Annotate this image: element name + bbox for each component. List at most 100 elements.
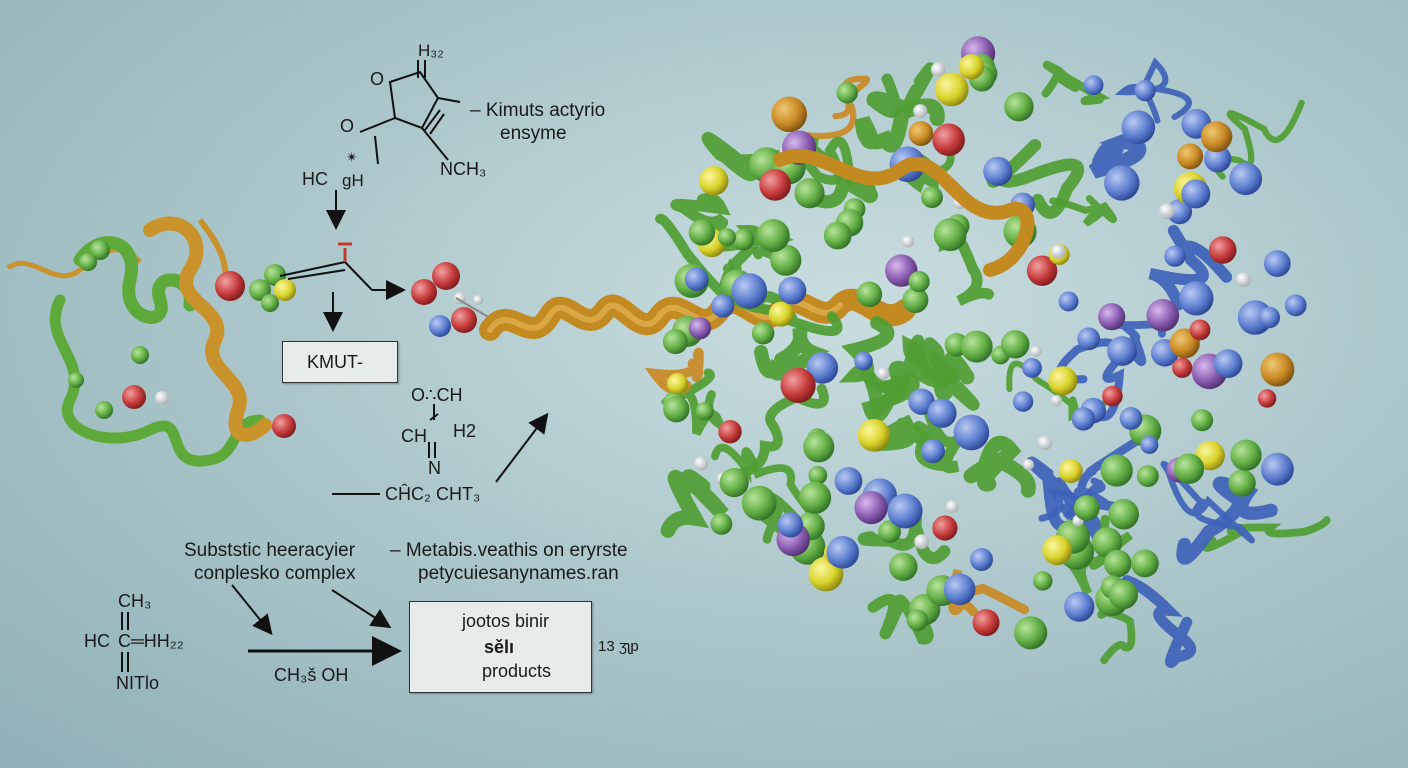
enzyme-atom-sphere [826,536,859,569]
enzyme-atom-sphere [803,431,835,463]
enzyme-ribbon [1049,195,1117,227]
enzyme-ribbon [867,593,934,645]
enzyme-atom-sphere [1104,165,1140,201]
enzyme-atom-sphere [1284,294,1307,317]
enzyme-ribbon [1148,224,1233,311]
enzyme-atom-sphere [836,82,858,104]
enzyme-atom-sphere [834,467,863,495]
enzyme-atom-sphere [1172,357,1193,378]
kmut-label: KMUT- [307,352,363,372]
enzyme-atom-sphere [1071,407,1096,431]
enzyme-atom-sphere [694,456,709,471]
enzyme-atom-sphere [1166,199,1193,225]
enzyme-atom-sphere [780,367,816,403]
enzyme-atom-sphere [719,467,749,498]
enzyme-atom-sphere [718,420,742,444]
enzyme-atom-sphere [741,485,777,521]
enzyme-atom-sphere [1229,162,1263,196]
products-line1: jootos binir [462,611,550,631]
enzyme-atom-sphere [778,276,807,305]
bottom-molecule-hc-label: HC [84,631,110,651]
substrate-caption-line2: conplesko complex [194,563,356,584]
enzyme-atom-sphere [902,287,929,313]
enzyme-atom-sphere [1098,303,1126,331]
enzyme-atom-sphere [1181,179,1211,209]
enzyme-atom-sphere [854,491,888,525]
enzyme-atom-sphere [960,330,993,363]
enzyme-ribbon [1114,57,1192,124]
middle-molecule-n-label: N [428,458,441,478]
top-molecule-gh-label: ɡH [342,171,364,190]
enzyme-atom-sphere [1230,439,1262,471]
metabolism-caption-line2: petycuiesanynames.ran [418,563,619,584]
enzyme-atom-sphere [1100,454,1133,487]
enzyme-atom-sphere [663,396,690,423]
enzyme-atom-sphere [1012,391,1034,412]
enzyme-atom-sphere [1137,465,1159,487]
enzyme-atom-sphere [1191,409,1214,432]
enzyme-atom-sphere [667,373,689,395]
enzyme-ribbon [724,383,829,481]
bottom-molecule-ntio-label: NITlo [116,673,160,693]
enzyme-atom-sphere [930,62,946,77]
enzyme-ribbon [859,367,929,424]
enzyme-atom-spheres [644,36,1331,668]
enzyme-ribbon [1121,575,1197,668]
enzyme-atom-sphere [1204,145,1232,173]
enzyme-ribbon [803,75,871,140]
enzyme-atom-sphere [1263,250,1291,277]
enzyme-atom-sphere [1131,549,1159,578]
enzyme-atom-sphere [1083,75,1104,95]
products-line2: sělı [484,637,515,657]
enzyme-atom-sphere [1236,272,1251,287]
enzyme-atom-sphere [970,548,993,571]
enzyme-atom-sphere [889,552,918,581]
ligand-cluster [411,262,491,337]
enzyme-atom-sphere [1179,281,1214,316]
enzyme-atom-sphere [1077,327,1101,351]
enzyme-ribbon [1041,60,1111,106]
enzyme-ribbon [1038,477,1106,522]
enzyme-atom-sphere [921,186,943,209]
metabolism-caption-line1: – Metabis.veathis on eryrste [390,540,628,561]
enzyme-ribbon [660,469,729,538]
enzyme-atom-sphere [1261,452,1294,486]
enzyme-atom-sphere [1257,389,1277,408]
top-molecule-o-label: O [370,69,385,89]
top-molecule-o-left-label: O [340,116,355,136]
side-note-label: 13 ʒʅp [598,638,639,655]
enzyme-atom-sphere [908,388,935,415]
enzyme-atom-sphere [1033,571,1053,591]
enzyme-atom-sphere [1102,385,1123,407]
enzyme-ribbon [866,62,936,118]
bottom-molecule-ch3-label: CH₃ [118,591,152,611]
enzyme-atom-sphere [921,439,945,463]
middle-molecule-chain-label: CĤC₂ CHT₃ [385,484,481,504]
enzyme-atom-sphere [908,121,934,146]
enzyme-atom-sphere [1030,345,1042,357]
enzyme-atom-sphere [1228,469,1256,497]
enzyme-ribbon [1097,586,1136,665]
small-protein-structure [6,216,296,467]
enzyme-atom-sphere [914,534,929,550]
enzyme-atom-sphere [1022,459,1035,471]
enzyme-ribbon [711,443,817,519]
enzyme-atom-sphere [1026,255,1058,286]
enzyme-ribbon [754,327,830,381]
enzyme-ribbon [1202,516,1331,552]
enzyme-atom-sphere [662,329,688,355]
enzyme-atom-sphere [731,273,768,309]
enzyme-atom-sphere [943,573,976,606]
enzyme-atom-sphere [684,267,709,292]
enzyme-atom-sphere [1108,579,1139,610]
enzyme-ribbon [963,435,1036,498]
enzyme-ribbon [660,368,728,436]
kmut-box: KMUT- [282,341,398,383]
enzyme-atom-sphere [906,609,929,631]
enzyme-atom-sphere [1159,203,1175,219]
enzyme-ribbon [796,169,879,209]
enzyme-atom-sphere [856,281,883,308]
enzyme-atom-sphere [972,609,1000,637]
enzyme-atom-sphere [932,515,958,541]
enzyme-atom-sphere [717,228,736,247]
